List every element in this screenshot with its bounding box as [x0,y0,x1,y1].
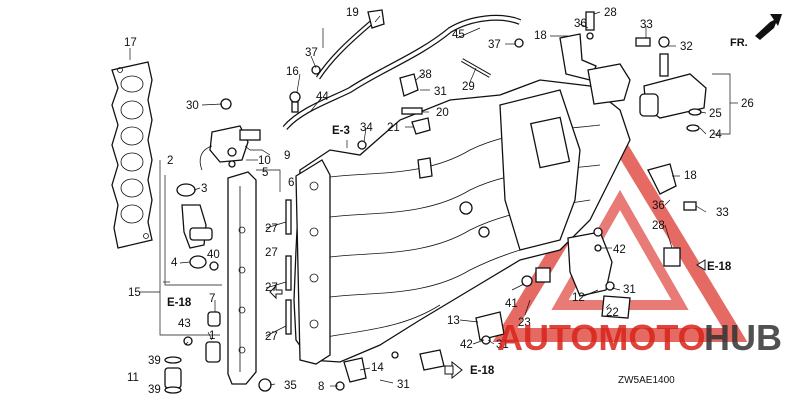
callout: 30 [186,100,199,112]
callout: 7 [209,293,215,305]
callout: 18 [684,170,697,182]
callout: 41 [505,298,518,310]
callout: 23 [518,317,531,329]
callout: 27 [265,247,278,259]
callout: 17 [124,37,137,49]
callout: 39 [148,355,161,367]
pressure-regulator [199,98,261,171]
section-references: E-3 E-18 E-18 E-18 [167,125,732,377]
callout: 29 [462,81,475,93]
callout: 33 [716,207,729,219]
callout: 2 [167,155,173,167]
callout: 37 [488,39,501,51]
watermark-right: HUB [704,317,782,358]
small-fittings [289,38,524,179]
bracket-18-top [559,11,651,105]
callout: 36 [574,18,587,30]
callout: 1 [209,330,215,342]
callout: 37 [305,47,318,59]
front-direction-arrow [755,14,782,40]
callout: 24 [709,129,722,141]
studs-27 [285,199,292,335]
callout: 42 [613,244,626,256]
callout: 20 [436,107,449,119]
fuel-injector [176,183,219,271]
gasket-17 [111,61,153,249]
callout: 32 [680,41,693,53]
callout: 28 [652,220,665,232]
callout: 6 [288,177,294,189]
callout: 14 [371,362,384,374]
reference-arrows [163,140,706,380]
callout: 4 [171,257,178,269]
bracket-18-right [647,163,697,267]
callout: 5 [262,167,268,179]
callout: 45 [452,29,465,41]
callout: 9 [284,150,290,162]
mount-parts [164,311,272,394]
callout: 26 [741,98,754,110]
callout: 33 [640,19,653,31]
leader-lines [129,11,738,387]
callout: 38 [419,69,432,81]
callout: 43 [178,318,191,330]
callout: 8 [318,381,324,393]
callout: 21 [387,122,400,134]
callout: 25 [709,108,722,120]
callout-labels: 1 2 3 4 5 6 7 8 9 10 11 12 13 14 15 16 1… [124,7,754,396]
callout: 22 [606,307,619,319]
callout: 40 [207,249,220,261]
callout: 12 [572,292,585,304]
callout: 11 [127,372,139,384]
watermark-left: AUTOMOTO [497,317,706,358]
reference-e18-left: E-18 [167,297,192,309]
callout: 44 [316,91,329,103]
vacuum-hoses [282,9,522,131]
watermark-text: AUTOMOTO HUB [497,317,782,358]
callout: 31 [623,284,636,296]
callout: 35 [284,380,297,392]
diagram-code: ZW5AE1400 [618,375,675,386]
callout: 34 [360,122,373,134]
callout: 16 [286,66,299,78]
intake-manifold [293,79,631,365]
callout: 19 [346,7,359,19]
callout: 10 [258,155,271,167]
callout: 42 [460,339,473,351]
callout: 13 [447,315,460,327]
callout: 36 [652,200,665,212]
callout: 31 [397,379,410,391]
reference-e18-bottom: E-18 [470,365,495,377]
reference-e3: E-3 [332,125,350,137]
front-label: FR. [730,37,748,49]
lower-fittings [335,267,551,391]
callout: 27 [265,331,278,343]
callout: 31 [496,339,509,351]
callout: 15 [128,287,141,299]
callout: 18 [534,30,547,42]
callout: 28 [604,7,617,19]
fuel-rail [227,171,257,385]
callout: 27 [265,223,278,235]
callout: 27 [265,282,278,294]
group-bracket-15 [140,160,222,336]
valve-assembly-26 [639,36,707,132]
callout: 3 [201,183,207,195]
reference-e18-right: E-18 [707,261,732,273]
callout: 39 [148,384,161,396]
callout: 31 [434,86,447,98]
